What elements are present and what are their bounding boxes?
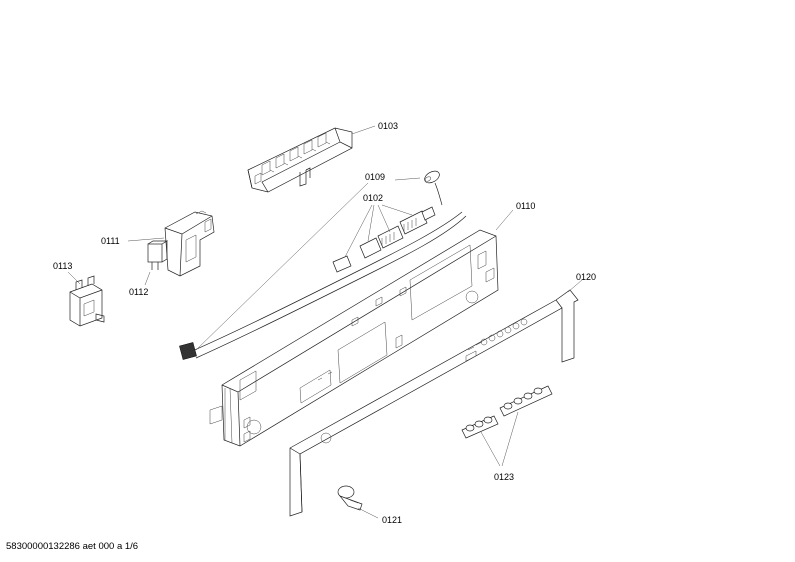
part-0109-cable <box>179 170 467 360</box>
label-0113: 0113 <box>53 261 72 271</box>
label-0111: 0111 <box>101 236 120 246</box>
part-0112-capacitor <box>144 240 169 286</box>
part-0123-buttons <box>461 385 553 467</box>
label-0121: 0121 <box>382 515 402 525</box>
label-0120: 0120 <box>576 272 596 282</box>
part-0120-fascia <box>289 279 583 517</box>
part-0110-panel <box>209 209 514 447</box>
label-0112: 0112 <box>129 287 148 297</box>
part-0102-connectors <box>332 204 436 273</box>
label-0123: 0123 <box>494 472 514 482</box>
label-0103: 0103 <box>378 121 398 131</box>
part-0111-switch <box>127 210 215 277</box>
part-0103 <box>247 125 376 193</box>
part-0121-indicator <box>337 485 379 519</box>
label-0109: 0109 <box>365 172 385 182</box>
part-0113-relay <box>67 271 105 327</box>
drawing-number: 58300000132286 aet 000 a 1/6 <box>6 541 139 552</box>
label-0110: 0110 <box>516 201 535 211</box>
label-0102: 0102 <box>363 193 383 203</box>
